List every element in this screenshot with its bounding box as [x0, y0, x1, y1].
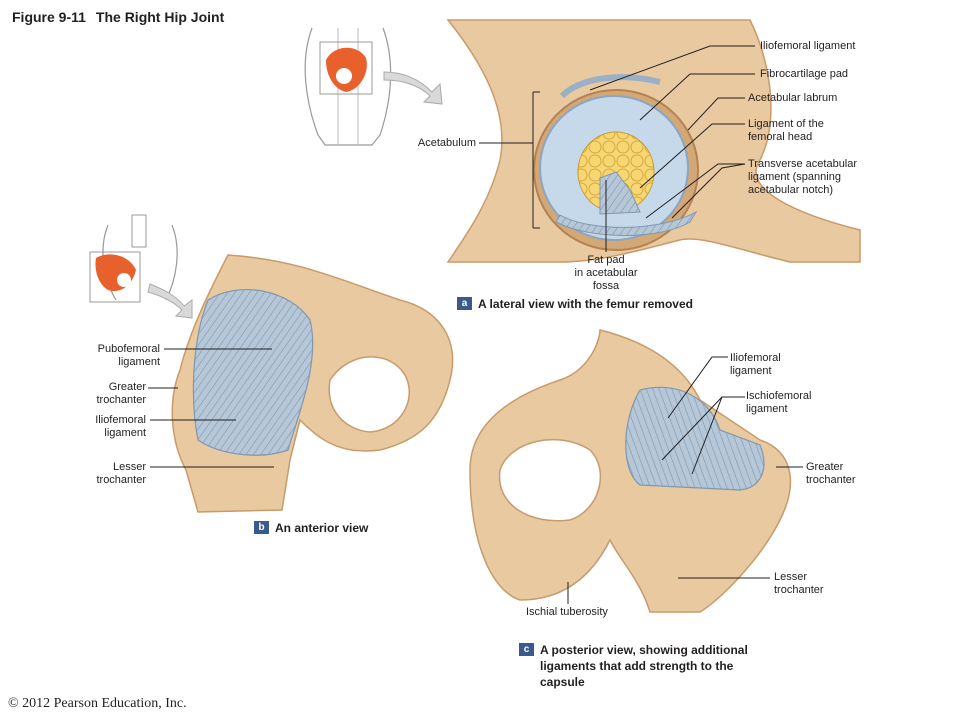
label-acetabulum: Acetabulum — [417, 137, 476, 149]
caption-c: A posterior view, showing additional lig… — [540, 643, 748, 689]
figure-name: The Right Hip Joint — [95, 9, 225, 25]
badge-b: b — [254, 521, 269, 534]
anterior-view — [171, 254, 454, 513]
caption-b: An anterior view — [275, 521, 369, 535]
label-lesser-trochanter-b: Lesser trochanter — [96, 461, 146, 486]
label-iliofemoral-ligament-c: Iliofemoral ligament — [730, 352, 781, 377]
label-greater-trochanter-c: Greater trochanter — [806, 461, 856, 486]
label-fibrocartilage-pad: Fibrocartilage pad — [760, 68, 849, 80]
badge-c: c — [519, 643, 534, 656]
caption-a: A lateral view with the femur removed — [478, 297, 693, 311]
label-transverse-acetabular-ligament: Transverse acetabular ligament (spanning… — [748, 158, 858, 196]
arrow-b — [147, 283, 193, 319]
label-ischial-tuberosity: Ischial tuberosity — [526, 606, 608, 618]
label-greater-trochanter-b: Greater trochanter — [96, 381, 146, 406]
thumbnail-anterior — [89, 214, 178, 303]
label-ligament-femoral-head: Ligament of the femoral head — [748, 118, 824, 143]
label-lesser-trochanter-c: Lesser trochanter — [774, 571, 824, 596]
label-iliofemoral-ligament-b: Iliofemoral ligament — [95, 414, 146, 439]
copyright: © 2012 Pearson Education, Inc. — [8, 696, 187, 711]
label-ischiofemoral-ligament: Ischiofemoral ligament — [746, 390, 812, 415]
figure-number: Figure 9-11 — [12, 9, 86, 25]
label-iliofemoral-ligament-a: Iliofemoral ligament — [760, 40, 856, 52]
thumbnail-lateral — [304, 27, 392, 146]
arrow-a — [383, 71, 443, 105]
posterior-view — [469, 329, 792, 613]
badge-a: a — [457, 297, 472, 310]
leader-lines — [148, 45, 803, 604]
label-fat-pad: Fat pad in acetabular fossa — [574, 254, 638, 292]
figure-title: Figure 9-11 The Right Hip Joint — [12, 9, 234, 25]
label-pubofemoral-ligament: Pubofemoral ligament — [97, 343, 160, 368]
label-acetabular-labrum: Acetabular labrum — [748, 92, 838, 104]
